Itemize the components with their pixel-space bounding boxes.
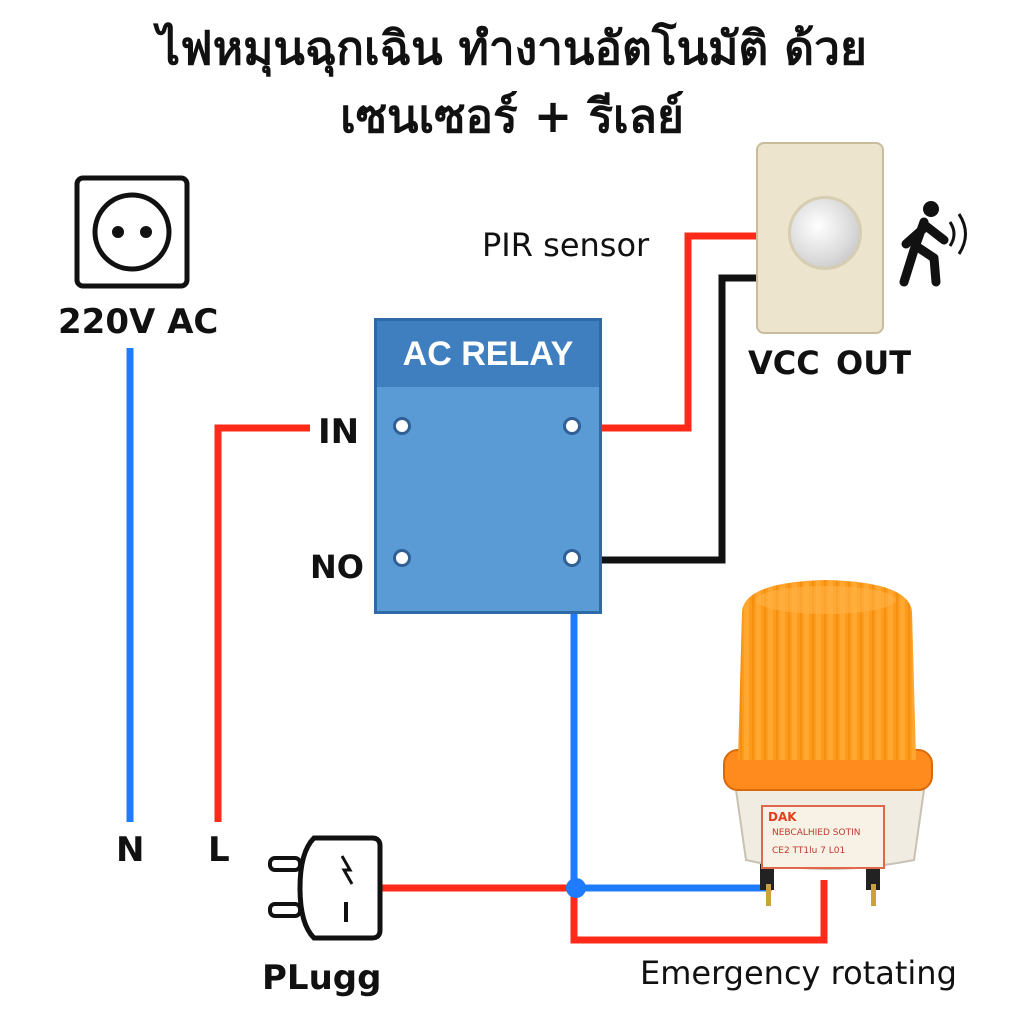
beacon-model: NEBCALHIED SOTIN <box>772 828 861 838</box>
plug-icon <box>268 835 383 941</box>
plug-to-beacon-red-wire <box>380 880 828 944</box>
pir-lens <box>788 196 862 270</box>
relay-terminal-no <box>393 549 411 567</box>
neutral-label: N <box>116 830 145 870</box>
walking-person-motion-icon <box>899 201 967 287</box>
out-label: OUT <box>836 344 912 382</box>
title-line-1: ไฟหมุนฉุกเฉิน ทำงานอัตโนมัติ ด้วย <box>157 21 867 75</box>
plug-label: PLugg <box>262 958 382 998</box>
relay-in-label: IN <box>318 412 360 452</box>
relay-terminal-in <box>393 417 411 435</box>
wire-junction-dot <box>566 878 586 898</box>
live-label: L <box>208 830 230 870</box>
relay-to-beacon-blue-wire <box>570 560 772 892</box>
relay-terminal-com <box>563 549 581 567</box>
rotating-beacon-light <box>723 580 933 906</box>
pir-sensor <box>756 142 884 334</box>
beacon-brand: DAK <box>768 810 797 824</box>
beacon-spec: CE2 TT1lu 7 L01 <box>772 846 846 856</box>
relay-terminal-vcc <box>563 417 581 435</box>
beacon-label: Emergency rotating <box>640 954 957 992</box>
pir-sensor-label: PIR sensor <box>482 226 650 264</box>
vcc-label: VCC <box>748 344 820 382</box>
relay-title: AC RELAY <box>377 321 599 387</box>
power-outlet-icon <box>74 175 190 289</box>
ac-relay: AC RELAY <box>374 318 602 614</box>
power-source-label: 220V AC <box>58 302 219 342</box>
relay-no-label: NO <box>310 548 364 586</box>
out-wire <box>574 274 758 564</box>
live-wire <box>214 424 310 822</box>
vcc-wire <box>574 232 758 432</box>
title-line-2: เซนเซอร์ + รีเลย์ <box>340 89 684 143</box>
